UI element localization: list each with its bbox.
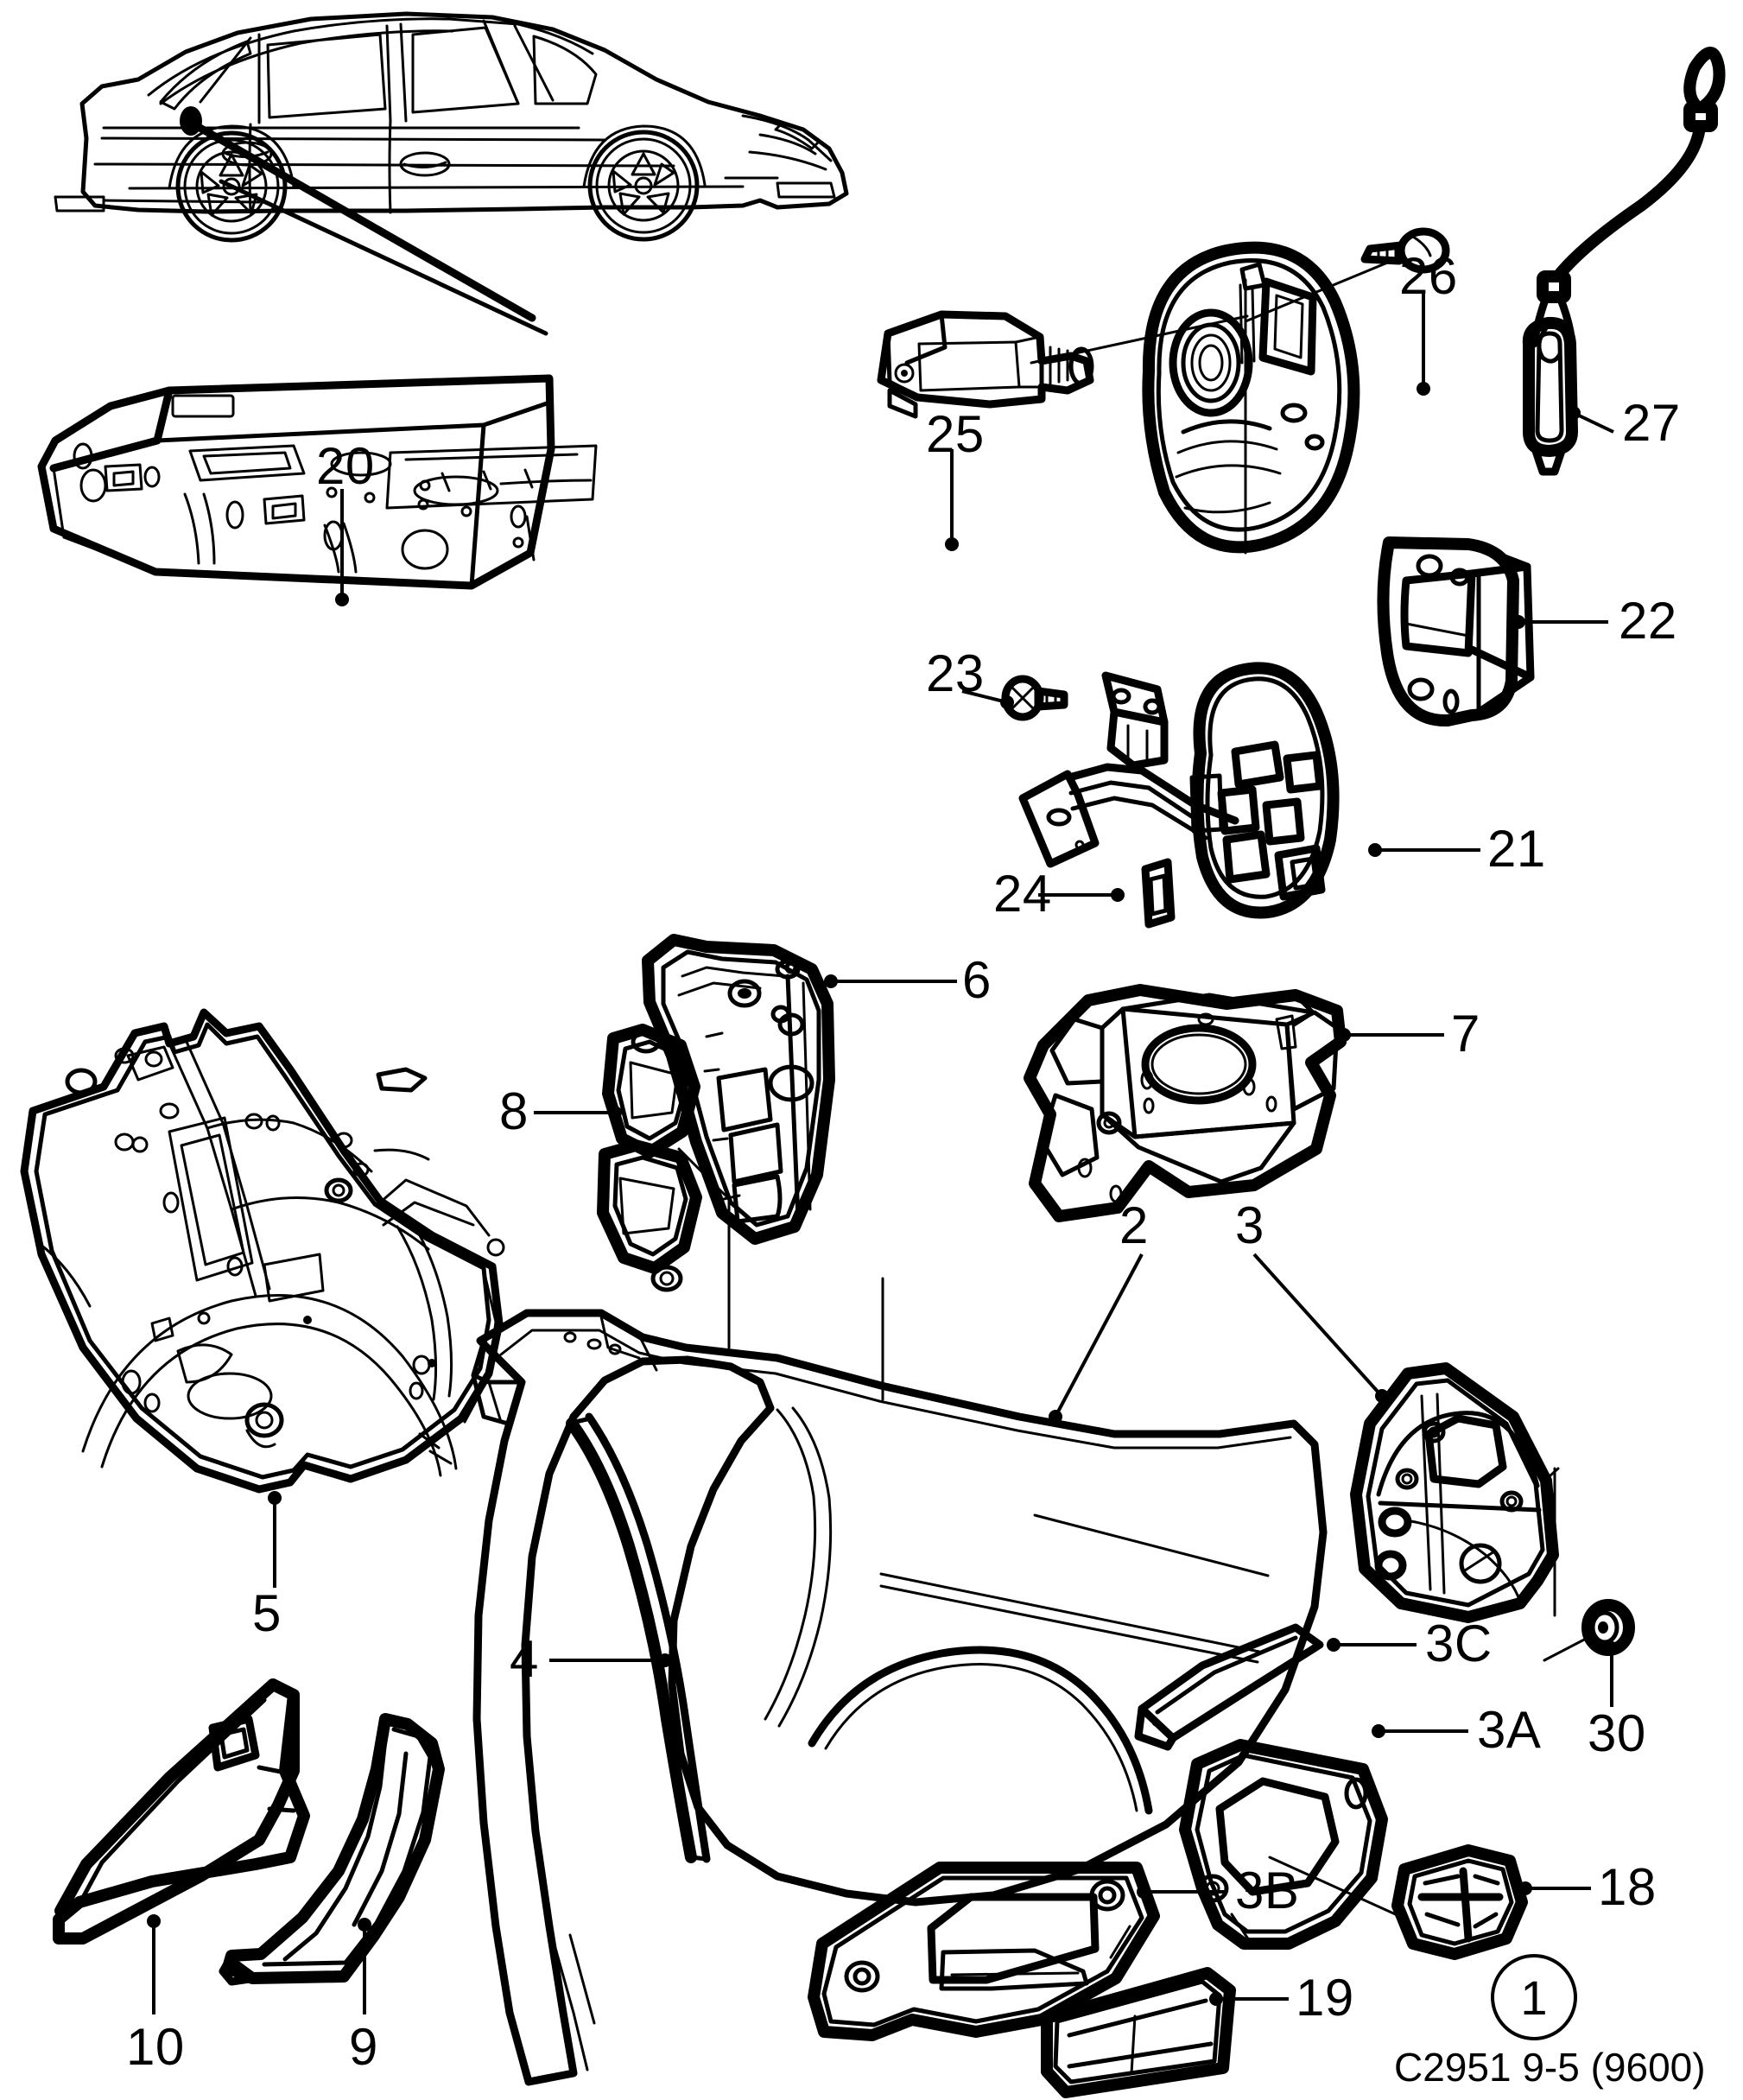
callout-label-21: 21	[1487, 820, 1546, 878]
part-3a-wheelhouse-reinforcement	[1179, 1739, 1401, 1950]
callout-label-5: 5	[252, 1584, 282, 1642]
part-5-quarter-inner-panel	[20, 1008, 505, 1494]
callout-leader-lines	[147, 294, 1619, 2014]
callout-label-30: 30	[1588, 1704, 1646, 1762]
callout-label-3: 3	[1235, 1196, 1264, 1254]
callout-label-3b: 3B	[1235, 1862, 1300, 1919]
part-6-pillar-reinforcement	[642, 934, 884, 1401]
callout-label-22: 22	[1619, 592, 1677, 650]
callout-label-23: 23	[926, 644, 985, 702]
part-2-rear-quarter-panel-outer	[471, 1309, 1328, 2086]
part-8-quarter-stiffener	[597, 1024, 731, 1349]
part-9-sill-trim-right	[219, 1713, 445, 1986]
callout-label-7: 7	[1451, 1005, 1480, 1063]
page-badge: 1	[1491, 1954, 1577, 2040]
part-3-wheelhouse-inner-panel	[1350, 1362, 1560, 1623]
part-10-sill-trim-left	[53, 1678, 310, 1945]
part-20-parcel-shelf	[37, 374, 598, 590]
part-22-filler-surround-bracket	[1377, 536, 1535, 727]
callout-label-25: 25	[926, 405, 985, 463]
callout-label-20: 20	[316, 437, 375, 495]
part-24-wedge-spacer	[1141, 858, 1176, 929]
callout-label-4: 4	[510, 1630, 539, 1688]
part-3c-quarter-upper-rail	[1134, 1623, 1324, 1751]
part-27-fuel-cap-tether	[1522, 47, 1726, 476]
callout-label-6: 6	[962, 951, 992, 1009]
callout-label-10: 10	[126, 2018, 185, 2076]
callout-label-19: 19	[1296, 1969, 1354, 2027]
callout-label-27: 27	[1622, 394, 1681, 452]
part-26-actuator-screw	[1360, 227, 1450, 274]
part-4-wheel-arch-reinforcement	[566, 1412, 711, 1863]
callout-label-24: 24	[993, 865, 1052, 923]
diagram-code: C2951 9-5 (9600)	[1394, 2045, 1706, 2090]
callout-label-9: 9	[349, 2018, 378, 2076]
callout-label-3a: 3A	[1477, 1701, 1542, 1759]
part-25-fuel-flap-actuator	[877, 310, 1094, 419]
part-7-retractor-bracket	[1024, 984, 1347, 1222]
fuel-filler-housing-bowl	[1030, 241, 1398, 555]
part-18-lamp-housing-vent-grille	[1391, 1844, 1528, 1960]
vehicle-side-view-illustration	[54, 11, 849, 336]
callout-label-8: 8	[499, 1082, 529, 1140]
part-23-housing-screw	[1001, 675, 1068, 721]
callout-label-3c: 3C	[1425, 1615, 1493, 1672]
callout-label-2: 2	[1119, 1196, 1149, 1254]
callout-label-26: 26	[1399, 247, 1458, 305]
callout-label-18: 18	[1598, 1858, 1657, 1916]
part-3b-tail-lamp-mounting-panel	[808, 1862, 1160, 2041]
part-19-body-ventilation-outlet	[1041, 1967, 1236, 2098]
part-21-filler-housing-assembly	[1018, 662, 1340, 919]
